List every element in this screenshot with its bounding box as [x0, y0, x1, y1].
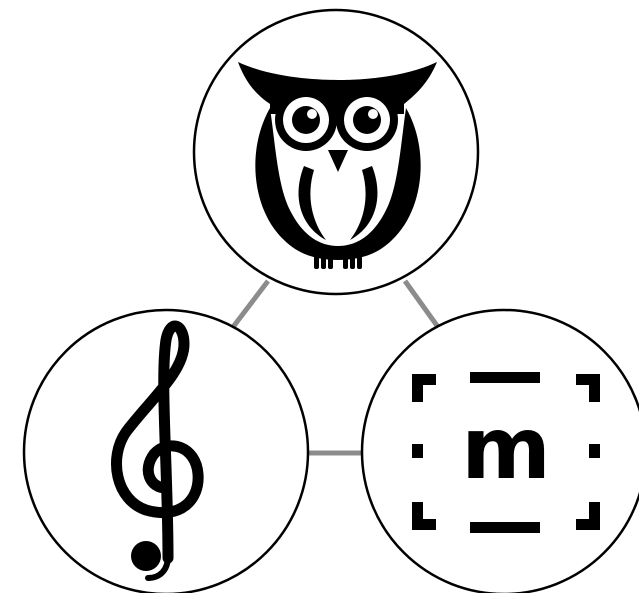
edge-owl-to-clef — [233, 281, 268, 327]
node-owl — [194, 10, 478, 294]
m-logo-letter: m — [461, 399, 551, 499]
node-bracket-m: m — [362, 310, 639, 593]
node-treble-clef — [24, 310, 308, 593]
edge-owl-to-m-logo — [405, 281, 438, 327]
